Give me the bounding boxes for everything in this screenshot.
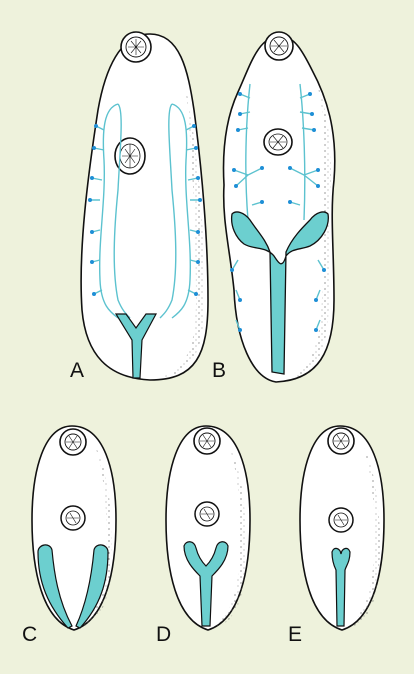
panel-c-label: C <box>22 623 38 646</box>
panel-e-ventral-sucker <box>328 507 354 533</box>
panel-a-body-outline <box>80 33 209 381</box>
panel-a-flame-cells <box>88 124 202 296</box>
panel-a-excretory-bladder <box>114 313 158 379</box>
panel-b-body-outline <box>222 35 336 383</box>
panel-d-excretory-bladder <box>183 541 229 627</box>
panel-a-oral-sucker <box>120 31 152 63</box>
panel-e-oral-sucker <box>327 427 355 455</box>
panel-a <box>80 31 209 381</box>
panel-d-body-outline <box>165 425 251 631</box>
panel-a-excretory-canals <box>90 103 200 319</box>
panel-c-oral-sucker <box>59 428 87 456</box>
panel-a-ventral-sucker <box>114 137 146 175</box>
panel-d-oral-sucker <box>193 427 221 455</box>
panel-e-excretory-bladder <box>331 547 351 627</box>
panel-e <box>299 425 385 631</box>
panel-d-label: D <box>156 623 172 646</box>
panel-a-label: A <box>70 359 85 382</box>
panel-b-excretory-bladder <box>230 211 329 375</box>
panel-c-ventral-sucker <box>60 505 86 531</box>
panel-c-excretory-bladder-left <box>37 544 73 629</box>
panel-b-flame-cells <box>230 92 326 332</box>
panel-b-label: B <box>212 359 227 382</box>
panel-a-shading <box>160 90 205 378</box>
panel-d-ventral-sucker <box>194 501 220 527</box>
panel-e-label: E <box>288 623 303 646</box>
panel-b-ventral-sucker <box>263 128 293 156</box>
panel-b <box>222 31 336 383</box>
panel-e-shading <box>348 448 380 628</box>
panel-b-oral-sucker <box>264 31 294 61</box>
panel-c-excretory-bladder-right <box>75 544 109 629</box>
panel-b-excretory-canals <box>231 83 325 331</box>
panel-c <box>31 425 117 631</box>
panel-d-shading <box>214 448 246 628</box>
panel-d <box>165 425 251 631</box>
